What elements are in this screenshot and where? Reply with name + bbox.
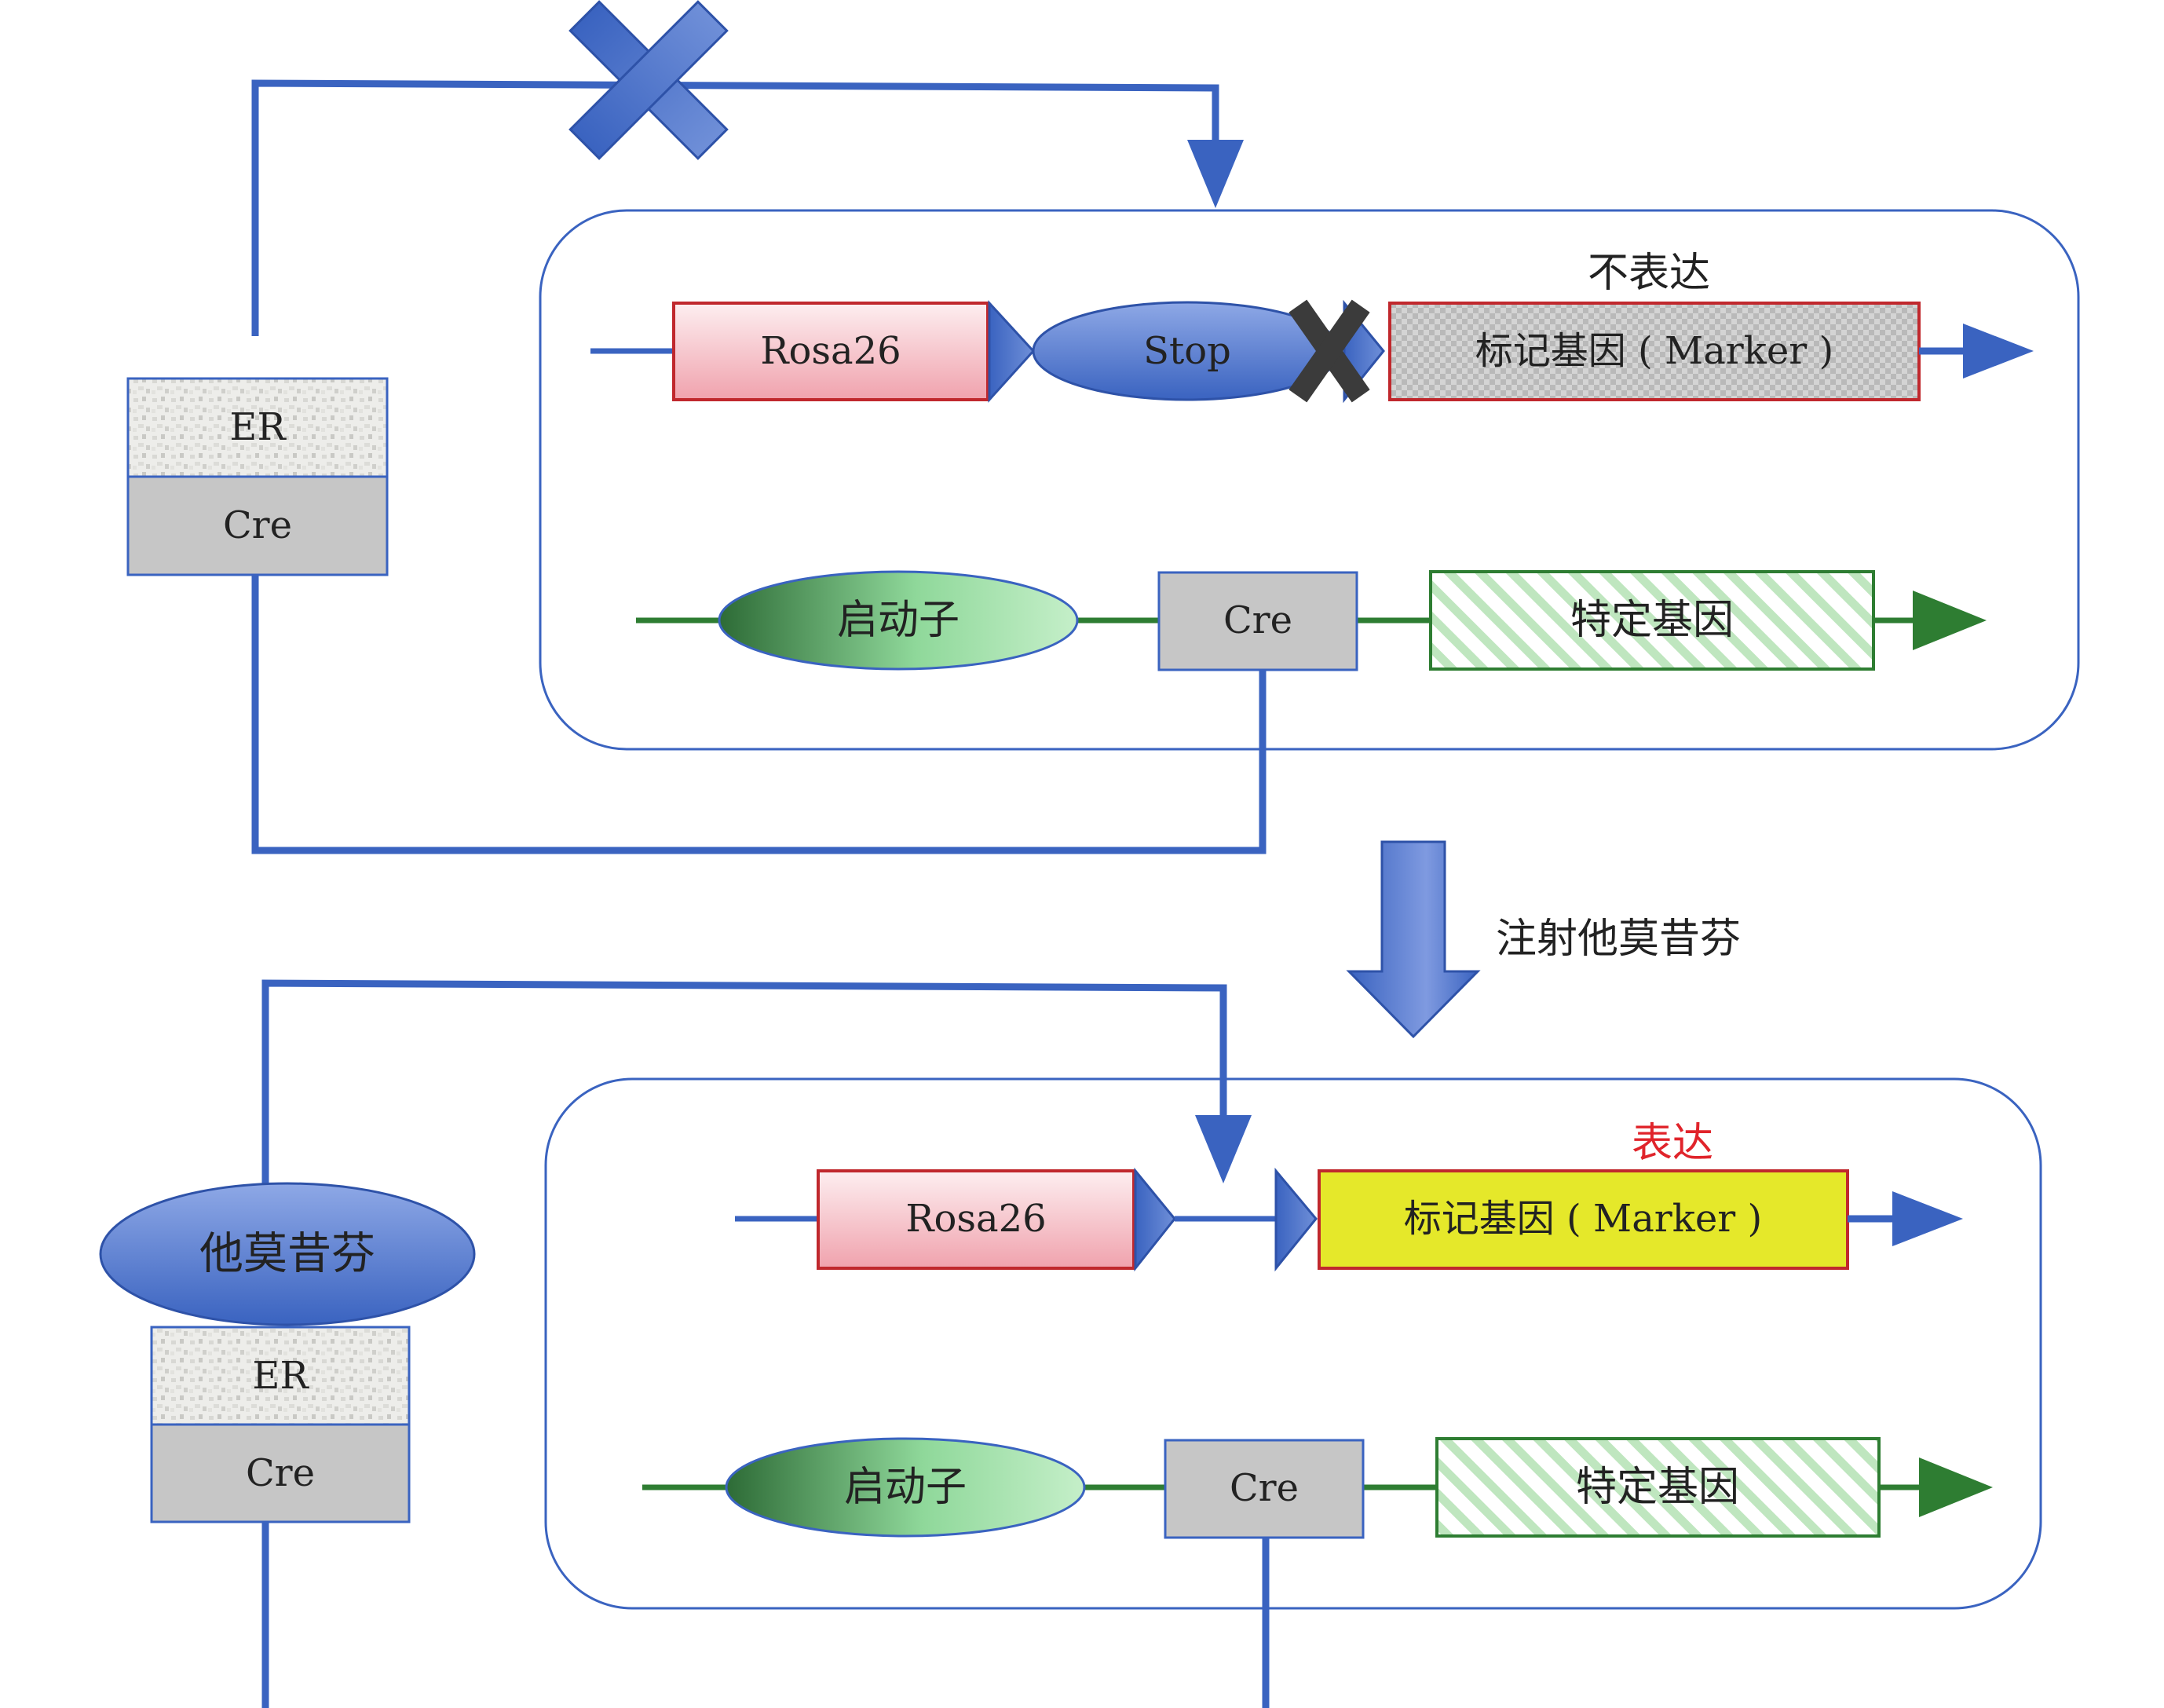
bottom-marker-arrowhead [1892,1191,1963,1246]
top-rosa26-box [672,302,989,401]
bottom-er-cre-label: Cre [246,1451,315,1495]
top-rosa26-arrow-icon [988,300,1036,403]
top-promoter-label: 启动子 [837,597,960,644]
bottom-marker-box [1318,1169,1849,1270]
top-rosa26-label: Rosa26 [760,329,901,373]
bottom-er-cre-box [150,1423,411,1523]
top-cre-expression-path [251,575,1267,854]
top-specific-gene-label: 特定基因 [1570,597,1734,644]
top-gene-arrowhead [1913,591,1987,650]
stop-block-x-icon [1289,299,1370,403]
bottom-signal-arrowhead [1195,1115,1252,1183]
top-er-cre-box [126,475,389,576]
tamoxifen-oval [99,1182,476,1326]
bottom-marker-label: 标记基因 ( Marker ) [1404,1197,1762,1241]
bottom-cre-label: Cre [1230,1466,1299,1510]
top-er-label: ER [229,405,287,449]
bottom-signal-path [261,979,1227,1186]
stop-label: Stop [1143,329,1231,373]
bottom-gene-arrowhead [1919,1457,1993,1517]
bottom-rosa26-box [817,1169,1135,1270]
top-marker-label: 标记基因 ( Marker ) [1475,329,1833,373]
top-panel: Rosa26 Stop 标记基因 ( Marker ) 不表达 启动子 Cre … [126,0,2080,854]
transition-label: 注射他莫昔芬 [1496,916,1741,963]
block-x-icon [568,0,729,160]
bottom-specific-gene-label: 特定基因 [1576,1464,1739,1511]
top-blocked-signal-path [251,79,1219,336]
bottom-er-box [150,1326,411,1426]
bottom-loxp-arrow-icon [1274,1167,1318,1272]
tamoxifen-label: 他莫昔芬 [199,1229,375,1280]
bottom-cre-box [1164,1439,1365,1539]
top-marker-arrowhead [1963,324,2034,379]
bottom-panel: Rosa26 标记基因 ( Marker ) 表达 启动子 Cre 特定基因 E… [99,979,2042,1708]
top-specific-gene-box [1429,570,1875,671]
top-marker-box [1388,302,1921,401]
bottom-specific-gene-box [1435,1437,1881,1538]
bottom-er-label: ER [252,1354,309,1398]
bottom-promoter-oval [725,1437,1086,1538]
top-signal-arrowhead [1187,140,1244,208]
bottom-panel-box [544,1077,2042,1610]
transition-down-arrow [1346,840,1481,1039]
top-promoter-oval [718,570,1079,671]
bottom-rosa26-label: Rosa26 [905,1197,1046,1241]
top-er-box [126,377,389,478]
bottom-cre-expression-path [261,1522,1270,1708]
bottom-rosa26-arrow-icon [1134,1167,1176,1272]
top-cre-label: Cre [1223,598,1292,642]
transition: 注射他莫昔芬 [1346,840,1741,1039]
top-cre-box [1157,571,1358,671]
top-er-cre-label: Cre [223,503,292,547]
bottom-promoter-label: 启动子 [844,1464,967,1511]
bottom-status-label: 表达 [1632,1120,1713,1167]
top-status-label: 不表达 [1588,250,1710,297]
